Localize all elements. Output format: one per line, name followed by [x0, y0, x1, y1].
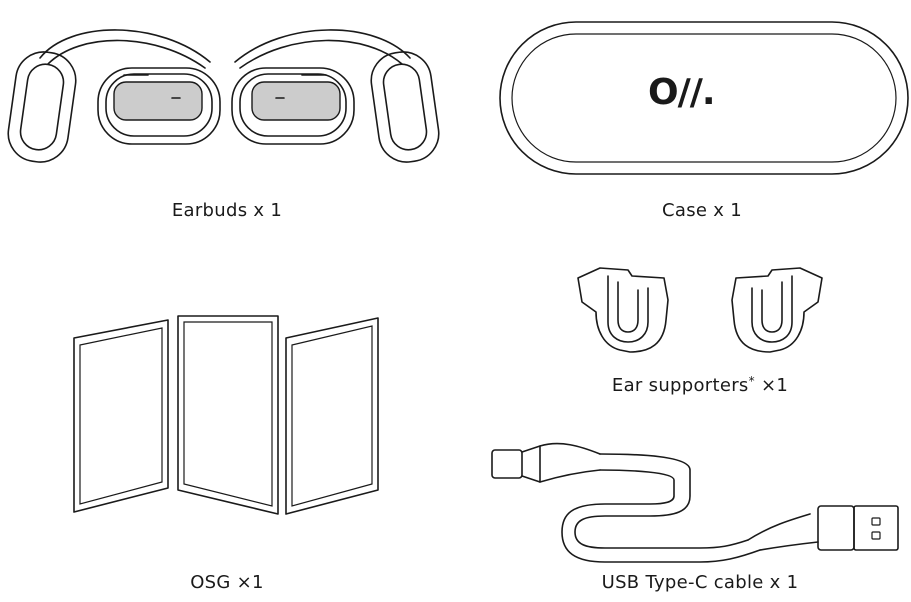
- usb-cable-illustration: [491, 442, 899, 563]
- ear-supporters-label: Ear supporters* ×1: [612, 374, 788, 396]
- right-earbud: [231, 29, 440, 163]
- ear-supporters-illustration: [577, 267, 823, 353]
- case-label: Case x 1: [662, 200, 742, 221]
- earbuds-label: Earbuds x 1: [171, 200, 283, 221]
- usb-cable-label: USB Type-C cable x 1: [601, 572, 799, 593]
- ear-supporters-asterisk: *: [748, 374, 755, 388]
- ear-supporters-label-main: Ear supporters: [611, 375, 749, 396]
- ear-supporters-label-count: ×1: [754, 375, 789, 396]
- osg-illustration: [73, 315, 379, 515]
- case-logo: O//.: [648, 72, 716, 113]
- left-earbud: [7, 29, 221, 163]
- osg-label: OSG ×1: [190, 572, 264, 593]
